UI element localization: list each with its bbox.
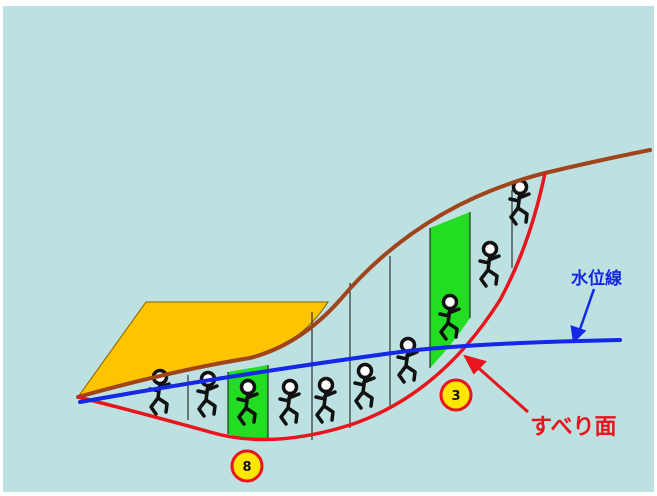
- slip-surface-line: [77, 172, 547, 442]
- slice-marker-3: 3: [439, 378, 473, 412]
- svg-text:3: 3: [451, 389, 460, 404]
- water-level-label: 水位線: [571, 268, 622, 289]
- sliding-mass: [78, 173, 545, 440]
- slice-divider-lines: [187, 190, 513, 441]
- highlight-slice-3: [430, 212, 470, 368]
- slip-surface-label: すべり面: [530, 415, 616, 440]
- slice-marker-8: 8: [230, 449, 264, 483]
- water-level-leader-arrow: [570, 288, 596, 344]
- slip-surface-leader-arrow: [463, 354, 529, 414]
- water-level-line: [78, 338, 622, 404]
- slope-surface-line: [76, 148, 652, 399]
- svg-text:8: 8: [242, 460, 251, 475]
